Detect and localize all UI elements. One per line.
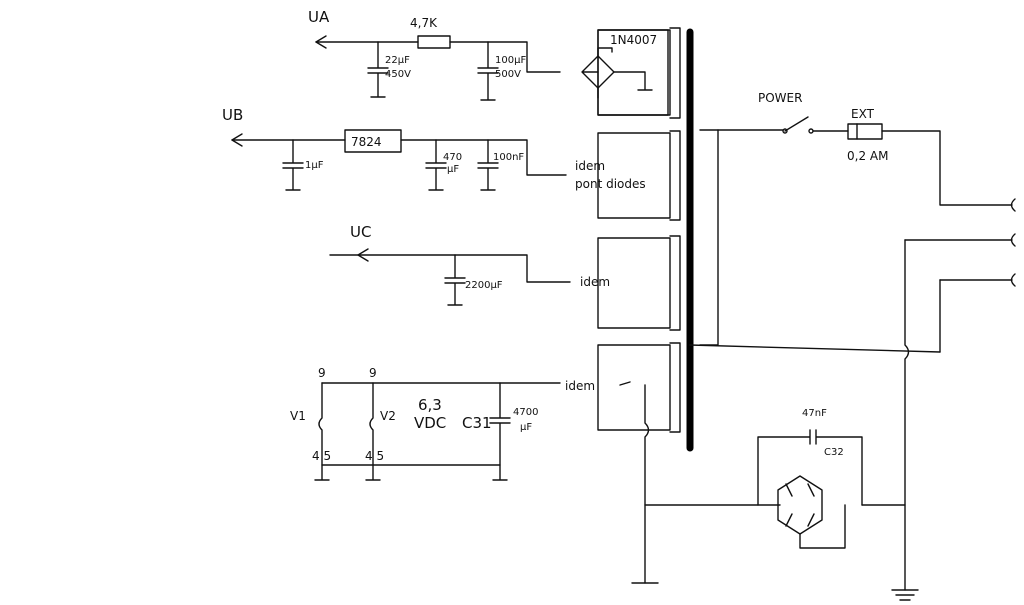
fuse — [847, 123, 883, 140]
cap-470uf-unit: µF — [447, 164, 459, 175]
fuse-label: EXT — [851, 107, 875, 121]
note-idem-uc: idem — [580, 275, 610, 289]
power-switch-label: POWER — [758, 91, 802, 105]
rail-label-ub: UB — [222, 106, 243, 124]
bridge-part-label: 1N4007 — [610, 33, 657, 47]
heater-voltage-value: 6,3 — [418, 396, 442, 414]
heater-v2-label: V2 — [380, 409, 396, 423]
cap-c31-label: C31 — [462, 414, 492, 432]
ua-rail — [315, 35, 561, 101]
uc-rail — [329, 248, 571, 306]
note-idem-diodes-2: pont diodes — [575, 177, 646, 191]
resistor-label: 4,7K — [410, 16, 438, 30]
heater-voltage-unit: VDC — [414, 414, 446, 432]
cap-100uf-value: 100µF — [495, 55, 526, 66]
cap-4700uf-value: 4700 — [513, 407, 538, 418]
heater-pin9-v1: 9 — [318, 366, 326, 380]
transformer — [597, 27, 719, 452]
cap-22uf-value: 22µF — [385, 55, 410, 66]
cap-47nf-label: 47nF — [802, 408, 827, 419]
heater-pin45-v2: 4 5 — [365, 449, 384, 463]
cap-c32-label: C32 — [824, 447, 844, 458]
regulator-label: 7824 — [351, 135, 382, 149]
cap-470uf-value: 470 — [443, 152, 462, 163]
note-idem-diodes-1: idem — [575, 159, 605, 173]
heater-pin9-v2: 9 — [369, 366, 377, 380]
rail-label-ua: UA — [308, 8, 330, 26]
cap-100uf-voltage: 500V — [495, 69, 521, 80]
cap-1uf-label: 1µF — [305, 160, 324, 171]
heater-circuit — [314, 382, 561, 481]
cap-22uf-voltage: 450V — [385, 69, 411, 80]
rail-label-uc: UC — [350, 223, 371, 241]
cap-100nf-label: 100nF — [493, 152, 524, 163]
heater-pin45-v1: 4 5 — [312, 449, 331, 463]
regulator-7824 — [344, 129, 402, 153]
ub-rail — [231, 129, 567, 191]
cap-2200uf-label: 2200µF — [465, 280, 503, 291]
heater-v1-label: V1 — [290, 409, 306, 423]
bottom-bridge — [631, 384, 906, 584]
fuse-rating: 0,2 AM — [847, 149, 888, 163]
mains-input — [689, 116, 1016, 601]
cap-4700uf-unit: µF — [520, 422, 532, 433]
resistor-4k7 — [417, 35, 451, 49]
note-idem-heater: idem — [565, 379, 595, 393]
